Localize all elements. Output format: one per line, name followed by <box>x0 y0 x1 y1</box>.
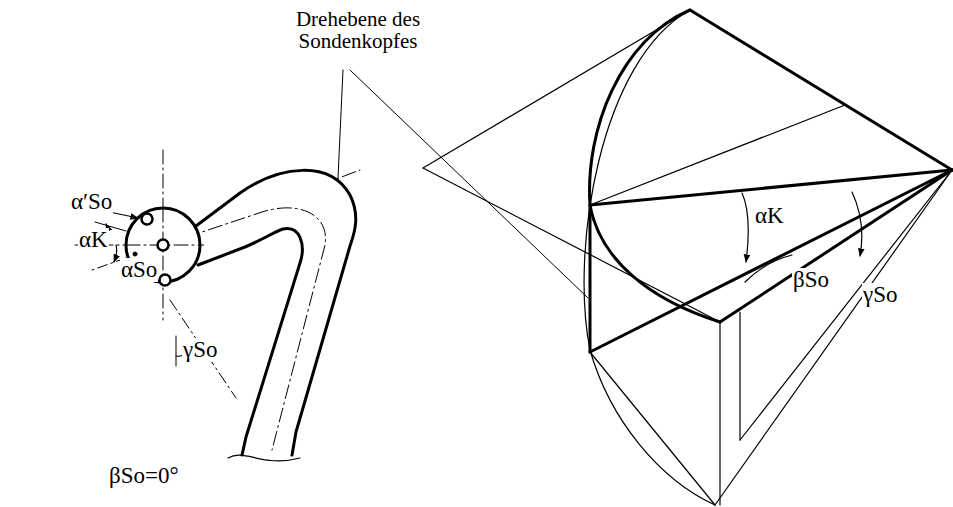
angle-label: αSo <box>120 258 158 282</box>
plane-edge <box>423 168 720 322</box>
angle-label: αK <box>78 228 109 252</box>
probe-tube-outer <box>196 170 356 455</box>
head-semicircle <box>590 10 720 322</box>
leader-line <box>350 70 588 298</box>
construction-arc <box>584 10 715 505</box>
edge-thick <box>590 170 952 205</box>
edge-thick <box>690 10 952 170</box>
angle-label: α′So <box>70 190 113 214</box>
center-line <box>163 150 164 320</box>
angle-arc <box>852 192 862 256</box>
break-line <box>228 455 300 461</box>
edge-thick <box>589 205 592 352</box>
angle-label: γSo <box>862 283 898 307</box>
pressure-hole <box>158 240 169 251</box>
edge-thick <box>720 170 952 322</box>
angle-arc <box>114 245 117 262</box>
callout-label: Drehebene des Sondenkopfes <box>262 8 454 52</box>
angle-label: αK <box>754 204 785 228</box>
pressure-hole <box>142 214 153 225</box>
construction-line <box>740 170 952 440</box>
angle-arc <box>745 255 792 282</box>
marker-dot <box>133 252 137 256</box>
angle-label: βSo=0° <box>108 464 180 488</box>
construction-line <box>715 170 952 505</box>
angle-label: βSo <box>792 268 830 292</box>
reference-line <box>176 336 177 366</box>
plane-edge <box>423 10 690 168</box>
angle-line <box>170 300 236 398</box>
construction-line <box>590 105 845 205</box>
construction-line <box>719 322 720 505</box>
construction-line <box>739 312 740 440</box>
pressure-hole <box>160 275 171 286</box>
leader-line <box>338 70 343 178</box>
angle-arc <box>742 193 748 262</box>
edge-thick <box>590 170 952 352</box>
drawing-part <box>75 10 952 505</box>
construction-line <box>590 352 715 505</box>
angle-label: γSo <box>182 338 218 362</box>
